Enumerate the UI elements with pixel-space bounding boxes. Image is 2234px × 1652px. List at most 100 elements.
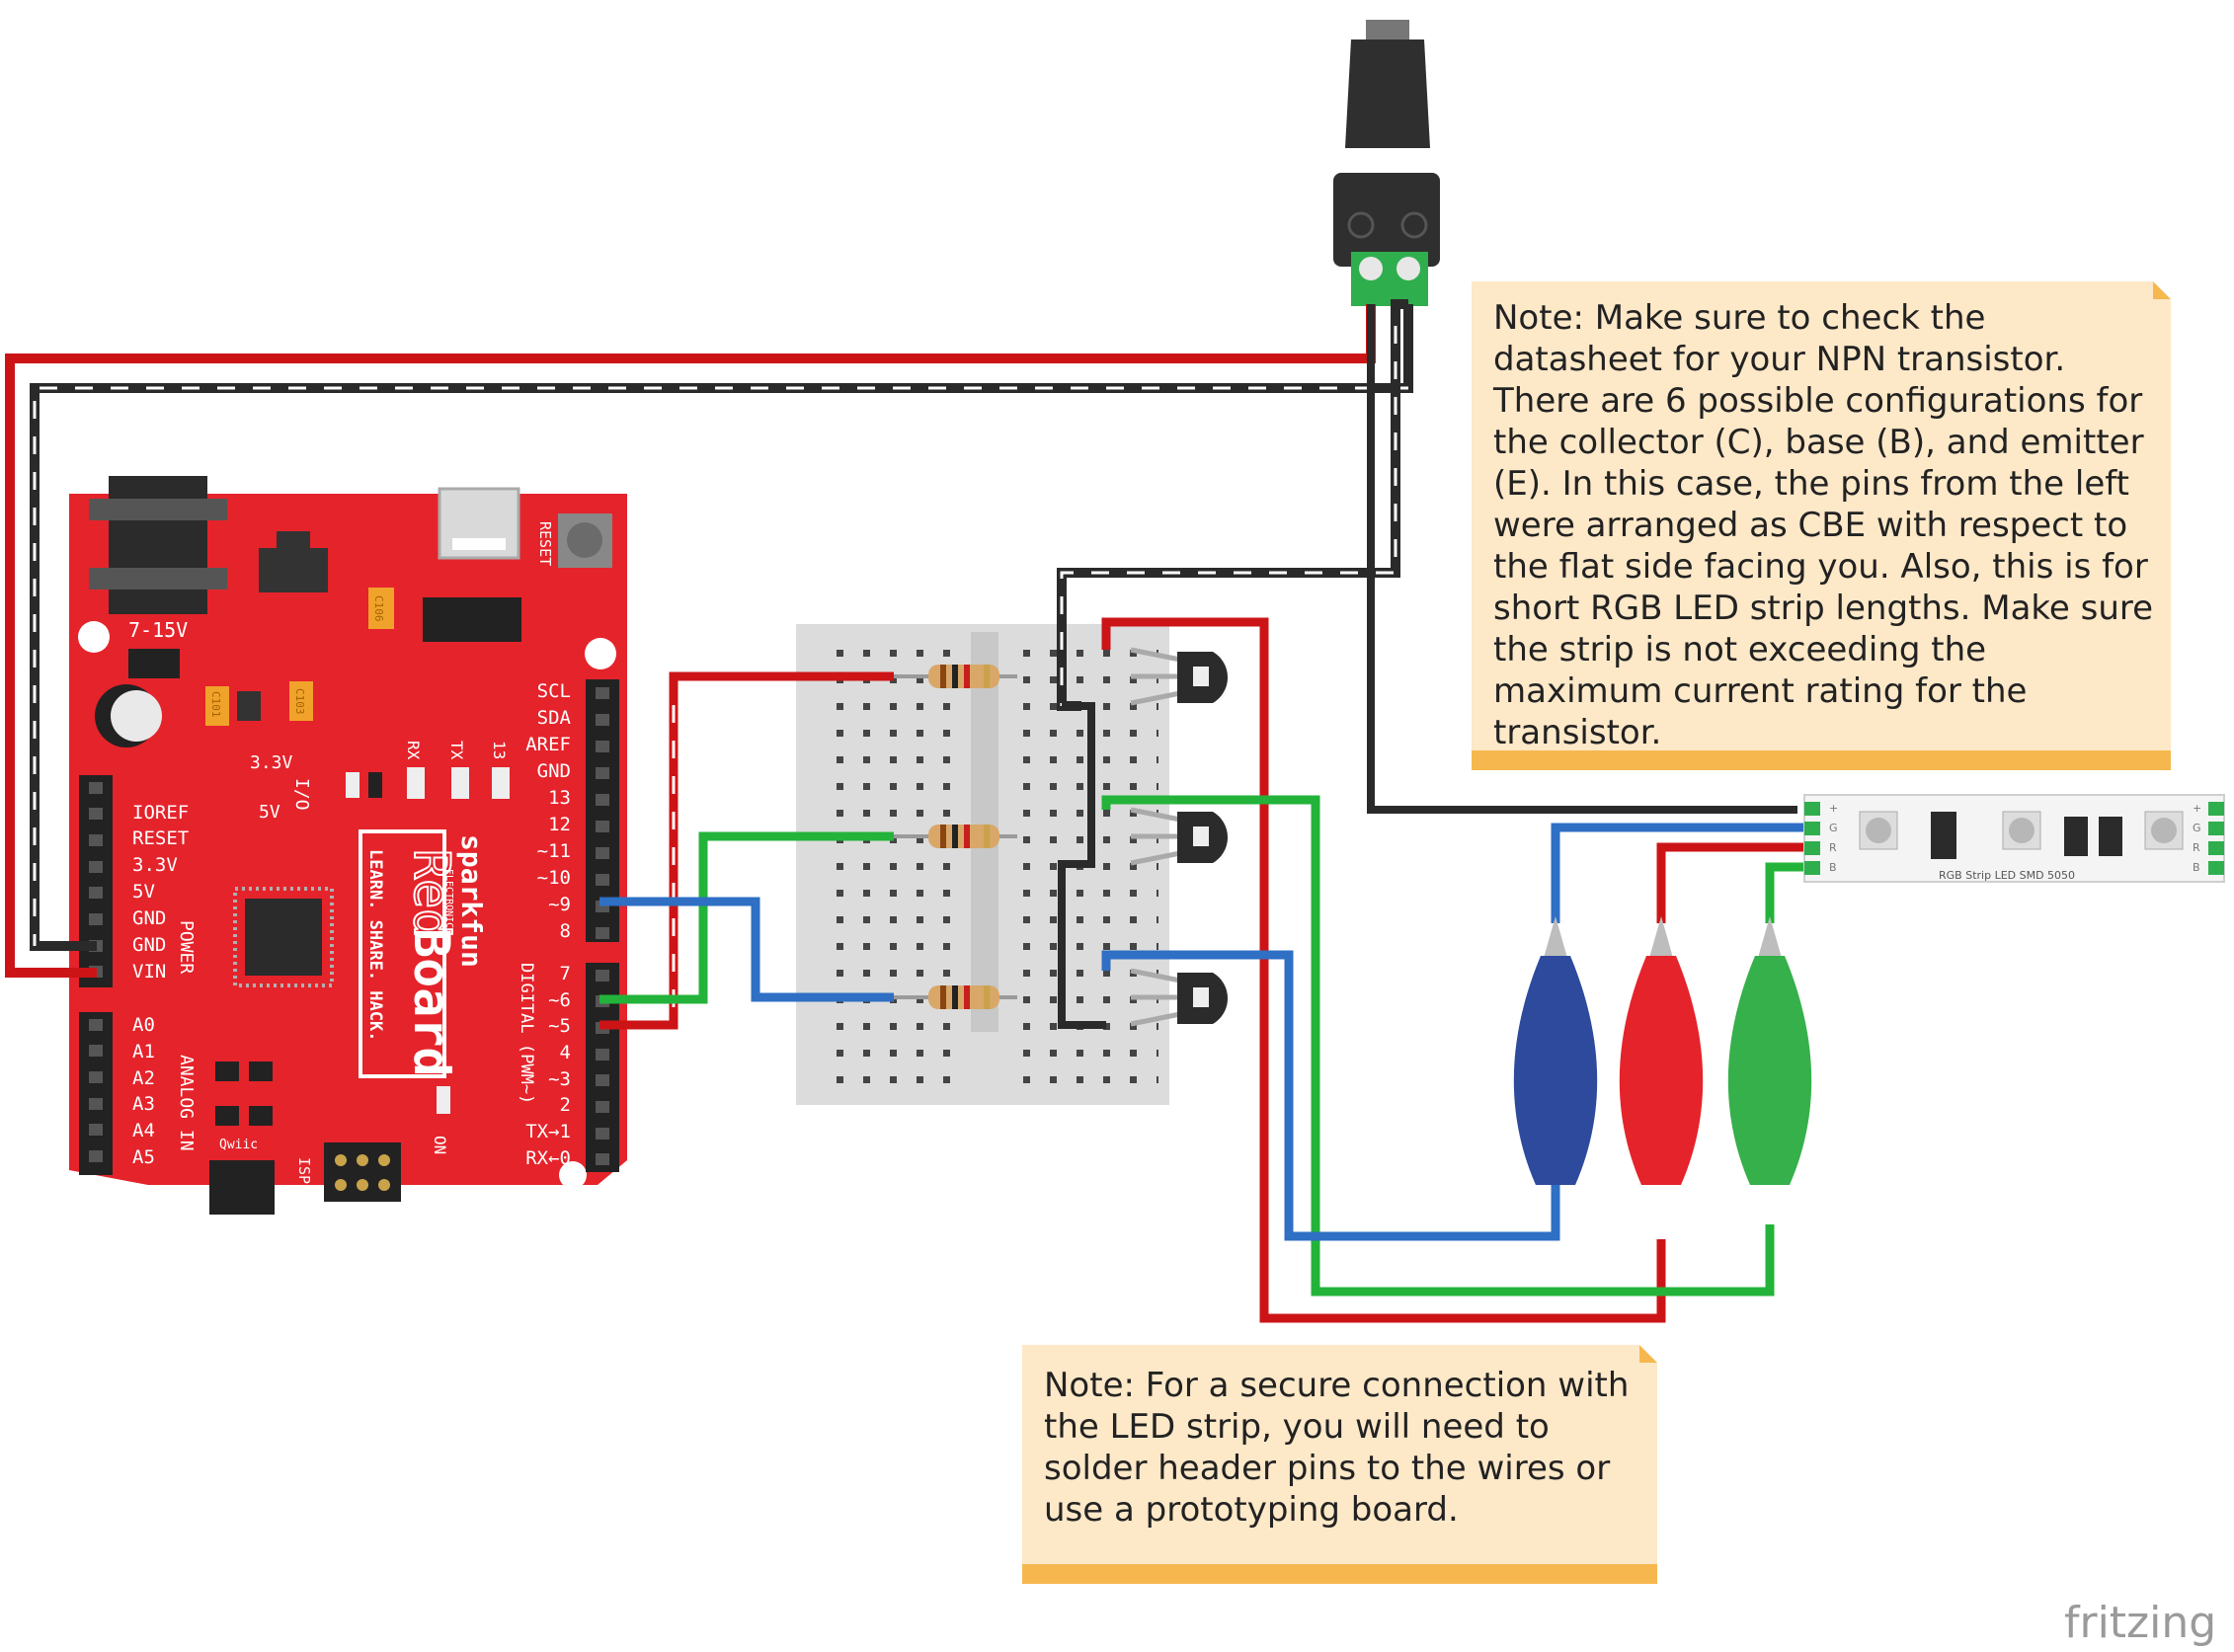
top-header-pin-labels: SCL SDA AREF GND 13 12 ~11 ~10 ~9 8 xyxy=(525,680,571,942)
brand-label: sparkfun xyxy=(455,834,488,968)
svg-text:GND: GND xyxy=(132,934,166,956)
note-bar xyxy=(1472,750,2171,770)
svg-text:3.3V: 3.3V xyxy=(132,854,178,876)
board-name-board: Board xyxy=(403,928,460,1077)
svg-text:A3: A3 xyxy=(132,1093,155,1115)
resistor-1 xyxy=(894,665,1017,688)
wires xyxy=(5,299,1817,1323)
svg-text:G: G xyxy=(2193,822,2201,834)
board-name-red: Red xyxy=(403,849,460,938)
svg-text:G: G xyxy=(1829,822,1838,834)
svg-text:+: + xyxy=(1829,802,1838,815)
svg-text:A2: A2 xyxy=(132,1067,155,1089)
reset-label: RESET xyxy=(536,521,554,566)
resistor-3 xyxy=(894,985,1017,1009)
analog-header xyxy=(79,1012,113,1175)
alligator-clip-blue xyxy=(1513,916,1598,1185)
chip-label-3: C101 xyxy=(209,691,222,718)
io-v1-label: 3.3V xyxy=(250,752,293,773)
note-corner xyxy=(1639,1345,1657,1363)
svg-text:R: R xyxy=(2193,841,2200,854)
strip-pin-labels-right: + G R B xyxy=(2193,802,2201,874)
resistor-2 xyxy=(894,825,1017,848)
svg-text:2: 2 xyxy=(560,1094,571,1116)
tagline-label: LEARN. SHARE. HACK. xyxy=(365,849,385,1041)
transistor-note-text: Note: Make sure to check the datasheet f… xyxy=(1493,298,2154,752)
chip-label-1: C106 xyxy=(372,595,385,622)
svg-text:~9: ~9 xyxy=(548,894,571,915)
microcontroller xyxy=(245,899,322,976)
power-pin-labels: IOREF RESET 3.3V 5V GND GND VIN xyxy=(132,802,189,983)
svg-text:8: 8 xyxy=(560,920,571,942)
transistor-3 xyxy=(1130,968,1229,1027)
digital-header-bottom xyxy=(586,963,619,1172)
svg-text:A1: A1 xyxy=(132,1041,155,1062)
svg-text:~11: ~11 xyxy=(537,840,571,862)
qwiic-connector xyxy=(209,1160,275,1215)
chip-label-2: C103 xyxy=(293,688,306,715)
io-label: I/O xyxy=(291,778,312,811)
analog-pin-labels: A0 A1 A2 A3 A4 A5 xyxy=(132,1014,155,1168)
svg-text:~10: ~10 xyxy=(537,867,571,889)
svg-text:~5: ~5 xyxy=(548,1015,571,1037)
svg-text:7: 7 xyxy=(560,963,571,984)
dc-barrel-adapter xyxy=(1333,20,1440,306)
analog-group-label: ANALOG IN xyxy=(176,1055,197,1151)
svg-text:B: B xyxy=(1829,861,1837,874)
svg-text:RESET: RESET xyxy=(132,827,189,849)
led-13-label: 13 xyxy=(490,741,509,759)
svg-text:RX←0: RX←0 xyxy=(525,1147,571,1169)
on-label: ON xyxy=(431,1136,449,1154)
strip-pin-labels-left: + G R B xyxy=(1829,802,1838,874)
redboard: 7-15V 3.3V 5V I/O RESET RX TX 13 IOREF R… xyxy=(69,476,627,1215)
qwiic-label-1: Qwiic xyxy=(219,1138,258,1152)
led-rx-label: RX xyxy=(404,741,423,760)
power-group-label: POWER xyxy=(176,920,197,974)
svg-text:12: 12 xyxy=(548,814,571,835)
svg-text:GND: GND xyxy=(537,760,571,782)
transistor-note: Note: Make sure to check the datasheet f… xyxy=(1472,281,2171,770)
io-v2-label: 5V xyxy=(259,802,280,823)
digital-group-label: DIGITAL (PWM~) xyxy=(517,963,536,1104)
svg-text:+: + xyxy=(2193,802,2201,815)
svg-text:GND: GND xyxy=(132,907,166,929)
svg-text:~3: ~3 xyxy=(548,1068,571,1090)
strip-note-text: Note: For a secure connection with the L… xyxy=(1044,1366,1630,1530)
barrel-jack xyxy=(109,476,207,614)
alligator-clip-red xyxy=(1619,916,1704,1185)
brand-sub-label: ELECTRONICS xyxy=(443,869,454,934)
rgb-led-strip: RGB Strip LED SMD 5050 + G R B + G R B xyxy=(1803,794,2225,883)
svg-text:TX→1: TX→1 xyxy=(525,1121,571,1142)
transistor-2 xyxy=(1130,807,1229,866)
power-header xyxy=(79,775,113,987)
svg-text:AREF: AREF xyxy=(525,734,571,755)
svg-text:SCL: SCL xyxy=(537,680,571,702)
breadboard xyxy=(796,624,1169,1105)
strip-label: RGB Strip LED SMD 5050 xyxy=(1939,869,2075,882)
svg-text:B: B xyxy=(2193,861,2200,874)
isp-label: ISP xyxy=(295,1157,313,1184)
svg-text:R: R xyxy=(1829,841,1837,854)
svg-text:13: 13 xyxy=(548,787,571,809)
led-tx-label: TX xyxy=(447,741,466,760)
note-bar xyxy=(1022,1564,1657,1584)
bottom-header-pin-labels: 7 ~6 ~5 4 ~3 2 TX→1 RX←0 xyxy=(525,963,571,1169)
svg-text:VIN: VIN xyxy=(132,961,166,983)
svg-text:4: 4 xyxy=(560,1042,571,1063)
note-corner xyxy=(2153,281,2171,299)
svg-text:SDA: SDA xyxy=(537,707,572,729)
strip-note: Note: For a secure connection with the L… xyxy=(1022,1345,1657,1584)
voltage-label: 7-15V xyxy=(128,618,188,642)
svg-text:A0: A0 xyxy=(132,1014,155,1036)
fritzing-watermark: fritzing xyxy=(2064,1598,2217,1648)
svg-text:A5: A5 xyxy=(132,1146,155,1168)
svg-text:IOREF: IOREF xyxy=(132,802,189,824)
alligator-clip-green xyxy=(1727,916,1812,1185)
isp-header xyxy=(324,1142,401,1202)
transistor-1 xyxy=(1130,647,1229,706)
screw-terminal xyxy=(1351,252,1428,306)
svg-text:A4: A4 xyxy=(132,1120,155,1141)
svg-text:~6: ~6 xyxy=(548,989,571,1011)
svg-text:5V: 5V xyxy=(132,881,155,903)
